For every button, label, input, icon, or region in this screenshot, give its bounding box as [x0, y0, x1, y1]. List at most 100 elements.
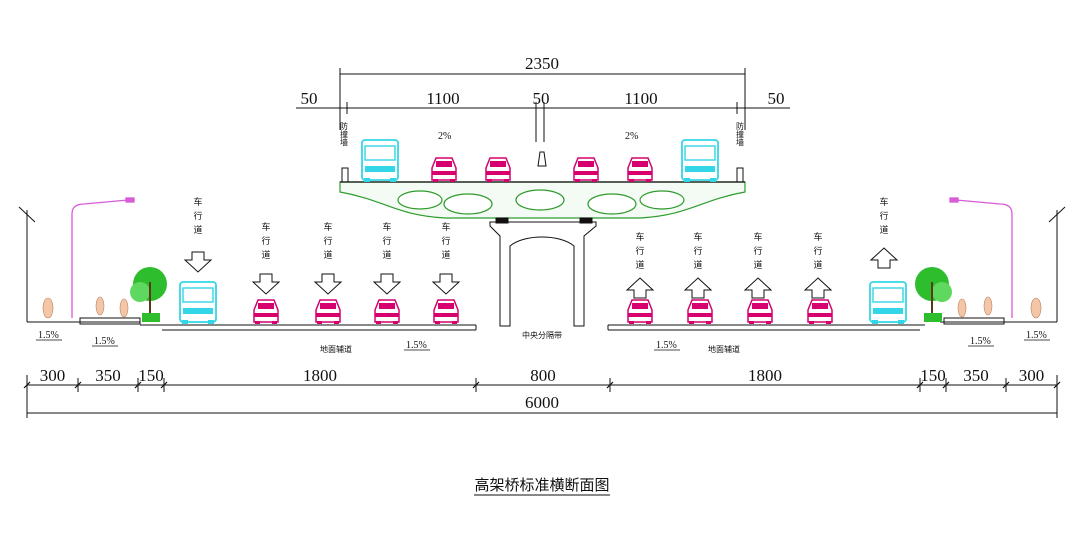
dim-right-deck: 1100	[624, 89, 657, 108]
lane-label-char: 车	[441, 221, 450, 233]
lane-label-char: 道	[261, 249, 270, 261]
down-arrow-icon	[372, 273, 402, 295]
car-icon	[627, 157, 653, 182]
slope-left-sidewalk: 1.5%	[38, 330, 59, 341]
lane-label-char: 车	[323, 221, 332, 233]
bus-icon	[179, 281, 217, 324]
car-icon	[627, 299, 653, 324]
slope-left-road: 1.5%	[406, 340, 427, 351]
bottom-dimension-label: 300	[1019, 366, 1045, 385]
lane-label-char: 行	[382, 235, 391, 247]
car-icon	[807, 299, 833, 324]
lane-label-char: 行	[261, 235, 270, 247]
bus-icon	[361, 139, 399, 182]
up-arrow-icon	[683, 277, 713, 299]
up-arrow-icon	[803, 277, 833, 299]
dimension-tick-slash	[74, 381, 82, 389]
lane-label-char: 道	[323, 249, 332, 261]
lane-label-char: 道	[753, 259, 762, 271]
lane-label-char: 行	[753, 245, 762, 257]
drawing-title: 高架桥标准横断面图	[474, 476, 609, 494]
down-arrow-icon	[251, 273, 281, 295]
car-icon	[431, 157, 457, 182]
car-icon	[433, 299, 459, 324]
lane-label-char: 行	[193, 210, 202, 222]
up-arrow-icon	[625, 277, 655, 299]
bottom-dimension-label: 1800	[748, 366, 782, 385]
bottom-dimension-label: 350	[963, 366, 989, 385]
slope-markers	[36, 339, 1050, 351]
aux-road-label-left: 地面辅道	[320, 344, 352, 354]
dim-left-edge: 50	[301, 89, 318, 108]
lane-label-group: 车行道车行道车行道车行道车行道车行道车行道车行道车行道车行道	[193, 196, 888, 271]
barrier-left	[341, 167, 349, 183]
ground-lines	[18, 206, 1066, 331]
slope-right-road: 1.5%	[656, 340, 677, 351]
car-icon	[374, 299, 400, 324]
dim-total-top: 2350	[525, 54, 559, 73]
dimension-tick-slash	[23, 381, 31, 389]
median-label: 中央分隔带	[522, 330, 562, 340]
lane-arrow-group	[183, 247, 899, 299]
street-lamp-right	[949, 197, 1013, 318]
lane-label-char: 行	[635, 245, 644, 257]
down-arrow-icon	[313, 273, 343, 295]
bottom-dimension-label: 150	[138, 366, 164, 385]
barrier-label-right: 防撞墙	[736, 121, 745, 147]
barrier-label-left: 防撞墙	[340, 121, 349, 147]
lane-label-char: 车	[879, 196, 888, 208]
barrier-right	[736, 167, 744, 183]
dim-right-edge: 50	[768, 89, 785, 108]
pedestrian-figures	[42, 296, 1042, 319]
dimension-tick-slash	[472, 381, 480, 389]
lane-label-char: 车	[813, 231, 822, 243]
bridge-pier	[489, 217, 597, 327]
top-dimension-group	[296, 68, 790, 142]
aux-road-label-right: 地面辅道	[708, 344, 740, 354]
lane-label-char: 车	[382, 221, 391, 233]
lane-label-char: 道	[879, 224, 888, 236]
down-arrow-icon	[183, 251, 213, 273]
slope-right-sidewalk: 1.5%	[1026, 330, 1047, 341]
dimension-tick-slash	[134, 381, 142, 389]
dim-total-bottom: 6000	[525, 393, 559, 412]
dimension-tick-slash	[1053, 381, 1061, 389]
lane-label-char: 车	[635, 231, 644, 243]
car-icon	[573, 157, 599, 182]
car-icon	[485, 157, 511, 182]
up-arrow-icon	[869, 247, 899, 269]
lane-label-char: 行	[693, 245, 702, 257]
lane-label-char: 车	[693, 231, 702, 243]
up-arrow-icon	[743, 277, 773, 299]
dimension-tick-slash	[942, 381, 950, 389]
car-icon	[253, 299, 279, 324]
bottom-dimension-group	[26, 375, 1058, 418]
car-icon	[747, 299, 773, 324]
dimension-tick-slash	[916, 381, 924, 389]
lane-label-char: 行	[813, 245, 822, 257]
bridge-deck	[339, 181, 746, 219]
median-barrier-top	[537, 151, 547, 167]
bottom-dimension-label: 1800	[303, 366, 337, 385]
lane-label-char: 道	[813, 259, 822, 271]
slope-left-verge: 1.5%	[94, 336, 115, 347]
bottom-dimension-label: 800	[530, 366, 556, 385]
lane-label-char: 车	[753, 231, 762, 243]
tree-left	[130, 267, 167, 322]
slope-right-verge: 1.5%	[970, 336, 991, 347]
lane-label-char: 行	[879, 210, 888, 222]
lane-label-char: 道	[635, 259, 644, 271]
vehicle-group	[179, 139, 907, 324]
street-lamp-left	[71, 197, 135, 318]
deck-slope-right: 2%	[625, 131, 638, 142]
dim-center: 50	[533, 89, 550, 108]
lane-label-char: 车	[193, 196, 202, 208]
lane-label-char: 行	[323, 235, 332, 247]
lane-label-char: 道	[382, 249, 391, 261]
bottom-dimension-label: 300	[40, 366, 66, 385]
dim-left-deck: 1100	[426, 89, 459, 108]
lane-label-char: 行	[441, 235, 450, 247]
dimension-tick-slash	[160, 381, 168, 389]
